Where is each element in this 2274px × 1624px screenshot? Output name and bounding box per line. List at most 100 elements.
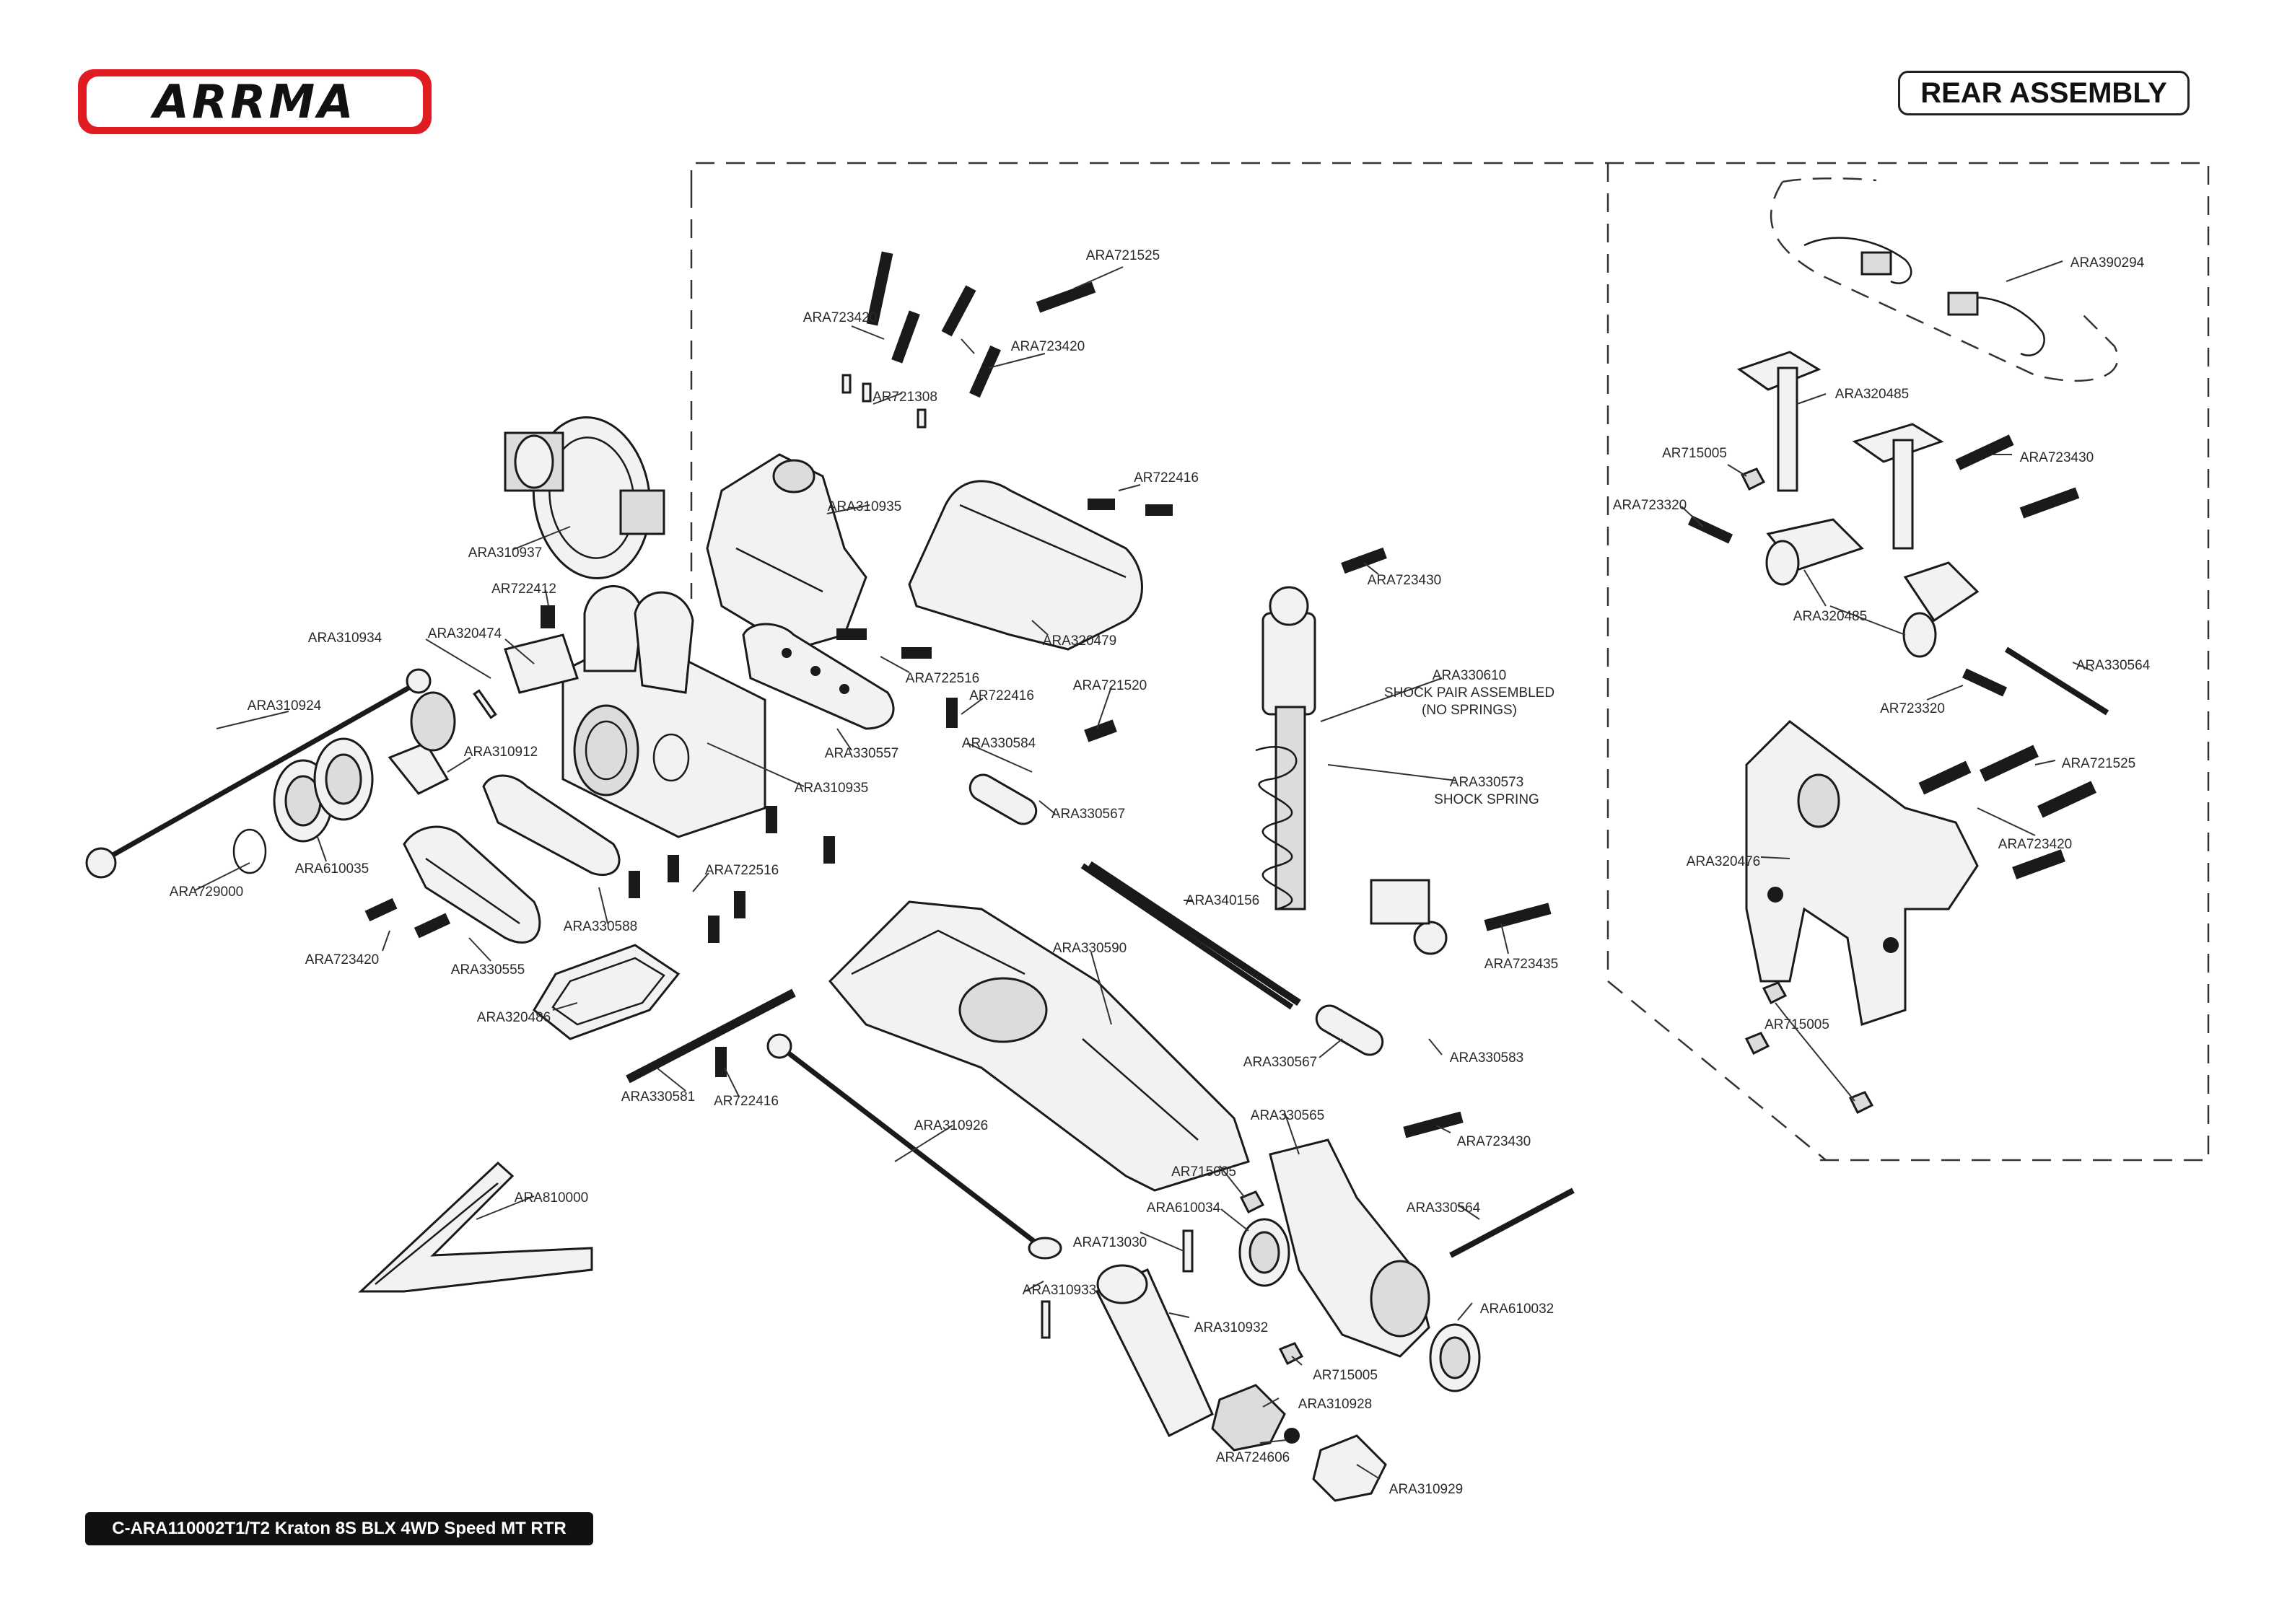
callout-ara810000: ARA810000	[515, 1190, 588, 1206]
callout-ara310932: ARA310932	[1194, 1320, 1268, 1335]
callout-ara723420-c: ARA723420	[305, 952, 379, 967]
gearbox-housing-part	[504, 585, 766, 838]
callout-ara723435: ARA723435	[1484, 957, 1558, 972]
shock-tower-part	[1745, 720, 2096, 1026]
assembly-outline	[690, 162, 2210, 1162]
drive-shaft-center	[766, 1033, 1062, 1260]
nuts	[1239, 468, 1874, 1366]
callout-ara330573: ARA330573	[1450, 775, 1523, 790]
callout-ar715005-d: AR715005	[1764, 1017, 1829, 1032]
part-callouts: ARA721525 ARA723420 ARA723420 AR721308 A…	[170, 248, 2151, 1497]
callout-ara330555: ARA330555	[451, 962, 525, 978]
callout-ar721308: AR721308	[873, 390, 937, 405]
callout-ara310934: ARA310934	[308, 631, 382, 646]
callout-shock-pair-note: SHOCK PAIR ASSEMBLED	[1384, 685, 1554, 701]
body-mount-cluster	[1687, 351, 2080, 697]
callout-ara330567-b: ARA330567	[1243, 1055, 1317, 1070]
callout-ara310933: ARA310933	[1023, 1283, 1096, 1298]
wrench-tool	[358, 1161, 593, 1293]
callout-ara310928: ARA310928	[1298, 1397, 1372, 1412]
callout-shock-spring-note: SHOCK SPRING	[1434, 792, 1539, 807]
callout-ara320485-a: ARA320485	[1835, 387, 1909, 402]
callout-ar723320: AR723320	[1880, 701, 1945, 716]
callout-ara310935-a: ARA310935	[828, 499, 901, 514]
model-footer: C-ARA110002T1/T2 Kraton 8S BLX 4WD Speed…	[85, 1512, 593, 1545]
callout-ara340156: ARA340156	[1186, 893, 1259, 908]
callout-ara320474: ARA320474	[428, 626, 502, 641]
callout-ara724606: ARA724606	[1216, 1450, 1290, 1465]
callout-ara729000: ARA729000	[170, 885, 243, 900]
callout-ara723420-a: ARA723420	[803, 310, 877, 325]
pinion-gear	[388, 691, 456, 795]
drive-shaft-left	[85, 668, 432, 879]
callout-ar722412: AR722412	[491, 581, 556, 597]
gasket-part	[533, 944, 681, 1040]
suspension-arm-part	[828, 900, 1250, 1192]
callout-ara610035: ARA610035	[295, 861, 369, 877]
callout-ara723430-a: ARA723430	[1368, 573, 1441, 588]
shock-absorber-part	[1255, 586, 1448, 955]
hub-carrier-part	[1269, 1138, 1430, 1358]
callout-ara723420-d: ARA723420	[1998, 837, 2072, 852]
callout-ara330565: ARA330565	[1251, 1108, 1324, 1123]
callout-ara320485-b: ARA320485	[1793, 609, 1867, 624]
callout-ara320476: ARA320476	[1687, 854, 1760, 869]
body-clip-cluster	[1803, 237, 2045, 356]
leader-lines	[194, 260, 2094, 1480]
callout-ar715005-b: AR715005	[1313, 1368, 1378, 1383]
pins	[473, 646, 2109, 1339]
callout-ara330581: ARA330581	[621, 1089, 695, 1105]
screws-center-cluster	[364, 499, 1552, 1138]
wheel-hex-part	[1211, 1384, 1387, 1502]
callout-ara610032: ARA610032	[1480, 1302, 1554, 1317]
callout-ara723430-b: ARA723430	[1457, 1134, 1531, 1149]
axle-part	[1095, 1264, 1214, 1438]
callout-ar715005-a: AR715005	[1171, 1164, 1236, 1180]
turnbuckle-part	[968, 773, 1384, 1056]
callout-ar715005-c: AR715005	[1662, 446, 1727, 461]
callout-ara310929: ARA310929	[1389, 1482, 1463, 1497]
arrma-logo-text: ARRMA	[149, 76, 356, 129]
callout-ara320479: ARA320479	[1043, 633, 1116, 649]
callout-ara310935-b: ARA310935	[795, 781, 868, 796]
differential-part	[504, 416, 665, 579]
callout-ara320486: ARA320486	[477, 1010, 551, 1025]
callout-ara330590: ARA330590	[1053, 941, 1127, 956]
lower-bracket-part	[403, 825, 541, 944]
callout-ara330610: ARA330610	[1433, 668, 1506, 683]
callout-ara330588: ARA330588	[564, 919, 637, 934]
cover-plate-part	[908, 480, 1143, 651]
callout-ara310926: ARA310926	[914, 1118, 988, 1133]
callout-ara390294: ARA390294	[2070, 255, 2145, 271]
callout-ara330564-a: ARA330564	[1407, 1201, 1481, 1216]
page-title: REAR ASSEMBLY	[1898, 71, 2190, 115]
callout-ar722416-b: AR722416	[969, 688, 1034, 703]
callout-ara330583: ARA330583	[1450, 1050, 1523, 1066]
callout-ara330564-b: ARA330564	[2076, 658, 2151, 673]
callout-ara722516-b: ARA722516	[705, 863, 779, 878]
callout-ara310924: ARA310924	[248, 698, 322, 714]
screws-top-cluster	[841, 251, 1096, 429]
callout-ara721520: ARA721520	[1073, 678, 1147, 693]
callout-ara721525-a: ARA721525	[1086, 248, 1160, 263]
callout-ara330557: ARA330557	[825, 746, 898, 761]
arrma-logo: ARRMA	[78, 69, 432, 134]
callout-ara723430-c: ARA723430	[2020, 450, 2094, 465]
bearings	[232, 737, 1481, 1392]
gearbox-cover-part	[706, 453, 867, 651]
callout-no-springs-note: (NO SPRINGS)	[1422, 703, 1517, 718]
callout-ar722416-c: AR722416	[714, 1094, 779, 1109]
callout-ara310912: ARA310912	[464, 745, 538, 760]
callout-ara723420-b: ARA723420	[1011, 339, 1085, 354]
callout-ara713030: ARA713030	[1073, 1235, 1147, 1250]
callout-ara723320: ARA723320	[1613, 498, 1687, 513]
parts-artwork	[85, 237, 2109, 1502]
callout-ar722416-a: AR722416	[1134, 470, 1199, 486]
callout-ara310937: ARA310937	[468, 545, 542, 561]
hinge-bracket-part	[482, 623, 895, 877]
callout-ara721525-b: ARA721525	[2062, 756, 2135, 771]
callout-ara610034: ARA610034	[1147, 1201, 1221, 1216]
callout-ara722516-a: ARA722516	[906, 671, 979, 686]
callout-ara330567-a: ARA330567	[1051, 807, 1125, 822]
